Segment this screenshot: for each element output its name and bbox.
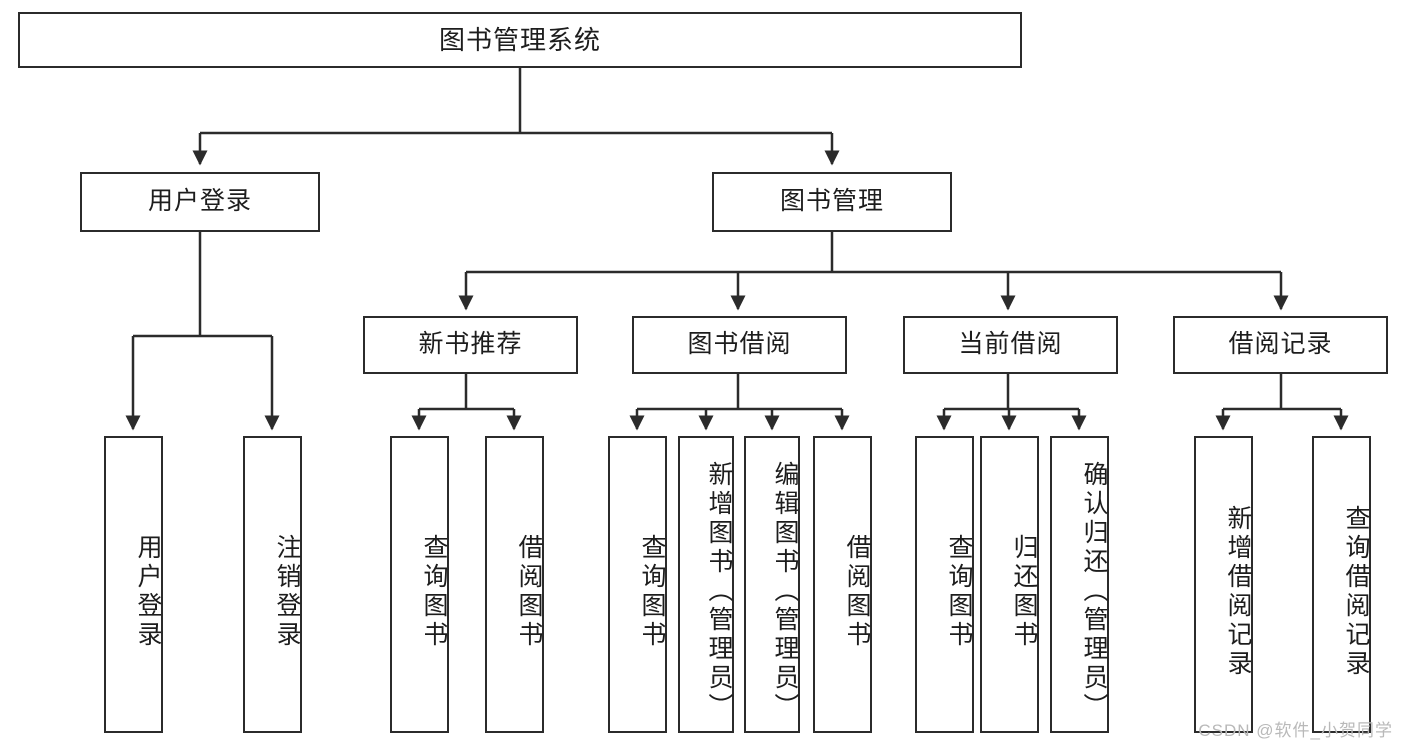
node-label: 新书推荐 <box>418 330 523 359</box>
node-book-management-system[interactable]: 图书管理系统 <box>18 12 1022 68</box>
node-book-borrow[interactable]: 图书借阅 <box>632 316 847 374</box>
node-label: 图书管理系统 <box>438 24 601 55</box>
node-label: 用户登录 <box>134 533 162 650</box>
node-label: 借阅图书 <box>515 533 543 650</box>
node-label: 归还图书 <box>1010 533 1038 650</box>
leaf-query-book-borrow[interactable]: 查询图书 <box>608 436 667 733</box>
leaf-user-login[interactable]: 用户登录 <box>104 436 163 733</box>
node-label: 新增图书（管理员） <box>705 461 733 722</box>
node-book-management[interactable]: 图书管理 <box>712 172 952 232</box>
node-label: 当前借阅 <box>958 330 1063 359</box>
leaf-query-book-current[interactable]: 查询图书 <box>915 436 974 733</box>
node-label: 查询图书 <box>945 533 973 650</box>
node-borrow-record[interactable]: 借阅记录 <box>1173 316 1388 374</box>
leaf-confirm-return-admin[interactable]: 确认归还（管理员） <box>1050 436 1109 733</box>
leaf-add-borrow-record[interactable]: 新增借阅记录 <box>1194 436 1253 733</box>
node-label: 注销登录 <box>273 533 301 650</box>
node-label: 用户登录 <box>147 187 252 216</box>
watermark: CSDN @软件_小贺同学 <box>1198 721 1393 740</box>
node-label: 查询图书 <box>420 533 448 650</box>
node-current-borrow[interactable]: 当前借阅 <box>903 316 1118 374</box>
node-new-book-recommend[interactable]: 新书推荐 <box>363 316 578 374</box>
node-label: 查询借阅记录 <box>1342 504 1370 679</box>
node-label: 查询图书 <box>638 533 666 650</box>
node-label: 图书管理 <box>779 187 884 216</box>
leaf-query-borrow-record[interactable]: 查询借阅记录 <box>1312 436 1371 733</box>
leaf-query-book-recommend[interactable]: 查询图书 <box>390 436 449 733</box>
node-label: 确认归还（管理员） <box>1080 461 1108 722</box>
leaf-edit-book-admin[interactable]: 编辑图书（管理员） <box>744 436 800 733</box>
node-label: 编辑图书（管理员） <box>771 461 799 722</box>
node-label: 图书借阅 <box>687 330 792 359</box>
leaf-return-book[interactable]: 归还图书 <box>980 436 1039 733</box>
leaf-borrow-book[interactable]: 借阅图书 <box>813 436 872 733</box>
node-label: 借阅图书 <box>843 533 871 650</box>
node-label: 新增借阅记录 <box>1224 504 1252 679</box>
leaf-add-book-admin[interactable]: 新增图书（管理员） <box>678 436 734 733</box>
node-label: 借阅记录 <box>1228 330 1333 359</box>
leaf-borrow-book-recommend[interactable]: 借阅图书 <box>485 436 544 733</box>
leaf-logout[interactable]: 注销登录 <box>243 436 302 733</box>
node-user-login[interactable]: 用户登录 <box>80 172 320 232</box>
